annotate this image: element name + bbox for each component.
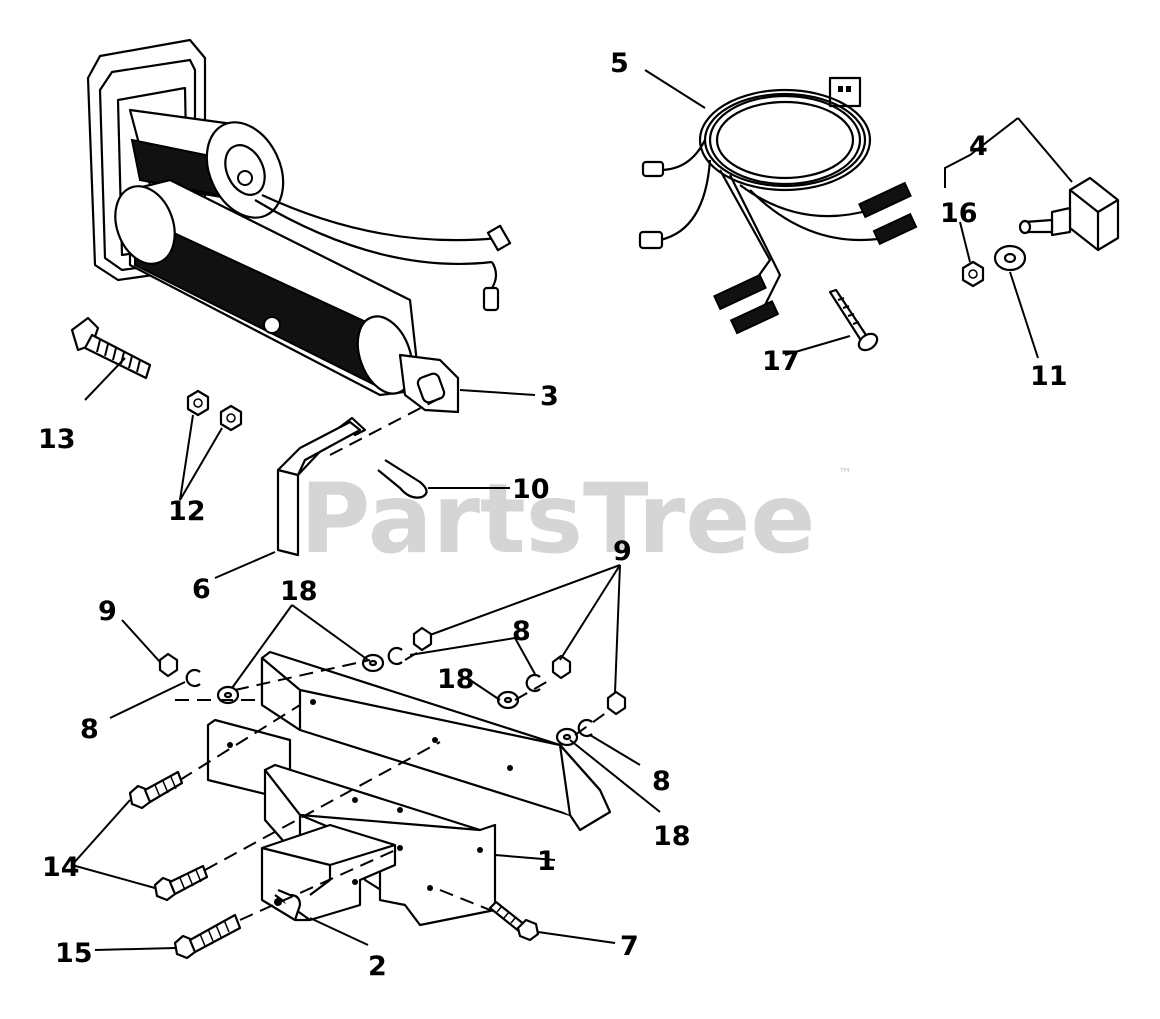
callout-2: 2 xyxy=(368,951,387,982)
callout-1: 1 xyxy=(537,846,556,877)
callout-15: 15 xyxy=(55,938,93,969)
callout-labels: 1 2 3 4 5 6 7 8 8 8 9 9 10 11 12 13 14 1… xyxy=(38,48,1068,982)
callout-13: 13 xyxy=(38,424,76,455)
callout-4: 4 xyxy=(969,131,988,162)
toggle-switch-4[interactable] xyxy=(1018,176,1120,252)
hitch-bracket-assembly[interactable] xyxy=(206,650,612,927)
bolts-14[interactable] xyxy=(128,770,209,902)
callout-8-left: 8 xyxy=(80,714,99,745)
nut-16[interactable] xyxy=(961,260,985,288)
callout-8-right: 8 xyxy=(652,766,671,797)
callout-9-left: 9 xyxy=(98,596,117,627)
callout-17: 17 xyxy=(762,346,800,377)
watermark-trademark: ™ xyxy=(838,466,852,482)
callout-18-middle: 18 xyxy=(437,664,475,695)
assembly-centerlines xyxy=(175,397,611,921)
wire-harness-5[interactable] xyxy=(638,76,918,335)
callout-8-top: 8 xyxy=(512,616,531,647)
callout-18-top: 18 xyxy=(280,576,318,607)
bolt-13[interactable] xyxy=(70,316,152,380)
leader-lines xyxy=(71,69,1073,951)
callout-18-bottom: 18 xyxy=(653,821,691,852)
nuts-12[interactable] xyxy=(186,389,243,432)
washer-11[interactable] xyxy=(993,244,1027,272)
bolt-7[interactable] xyxy=(488,900,540,942)
callout-10: 10 xyxy=(512,474,550,505)
callout-11: 11 xyxy=(1030,361,1068,392)
callout-3: 3 xyxy=(540,381,559,412)
callout-14: 14 xyxy=(42,852,80,883)
callout-5: 5 xyxy=(610,48,629,79)
callout-16: 16 xyxy=(940,198,978,229)
callout-7: 7 xyxy=(620,931,639,962)
screw-17[interactable] xyxy=(828,288,880,353)
callout-9-right: 9 xyxy=(613,536,632,567)
watermark-text: PartsTree xyxy=(300,463,815,575)
pin-6[interactable] xyxy=(276,416,367,557)
hairpin-clip-10[interactable] xyxy=(377,459,428,499)
callout-6: 6 xyxy=(192,574,211,605)
bolt-15[interactable] xyxy=(173,913,242,960)
hardware-fasteners[interactable] xyxy=(158,626,627,747)
actuator-assembly[interactable] xyxy=(86,38,512,414)
callout-12: 12 xyxy=(168,496,206,527)
